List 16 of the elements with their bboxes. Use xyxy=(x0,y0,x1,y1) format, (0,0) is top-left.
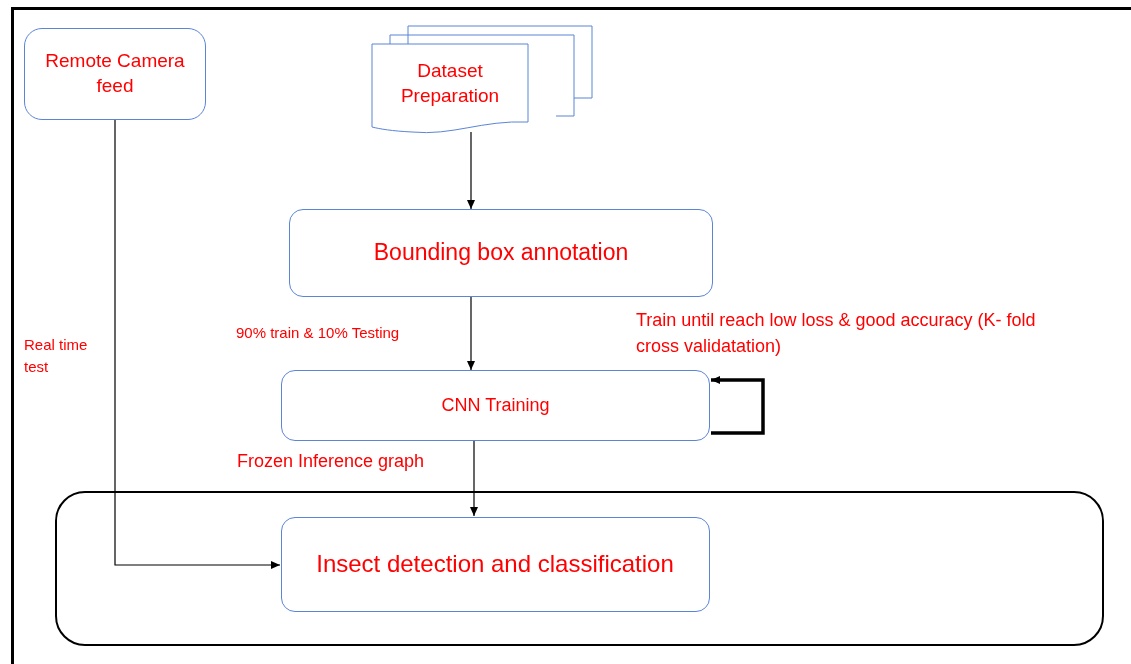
arrow xyxy=(114,119,281,569)
node-label: Bounding box annotation xyxy=(373,238,629,268)
process-box xyxy=(289,209,713,297)
process-box xyxy=(24,28,206,120)
node-label: Dataset Preparation xyxy=(399,59,501,108)
arrow xyxy=(470,440,478,517)
node-label: CNN Training xyxy=(441,393,550,417)
process-box xyxy=(280,516,710,612)
container-box xyxy=(55,491,1104,646)
document-stack xyxy=(372,26,594,134)
node-label: Insect detection and classification xyxy=(316,549,674,580)
arrow xyxy=(467,296,475,371)
arrow xyxy=(711,376,765,435)
arrow xyxy=(467,131,475,210)
node-label: Remote Camera feed xyxy=(45,49,185,98)
process-box xyxy=(281,370,710,441)
